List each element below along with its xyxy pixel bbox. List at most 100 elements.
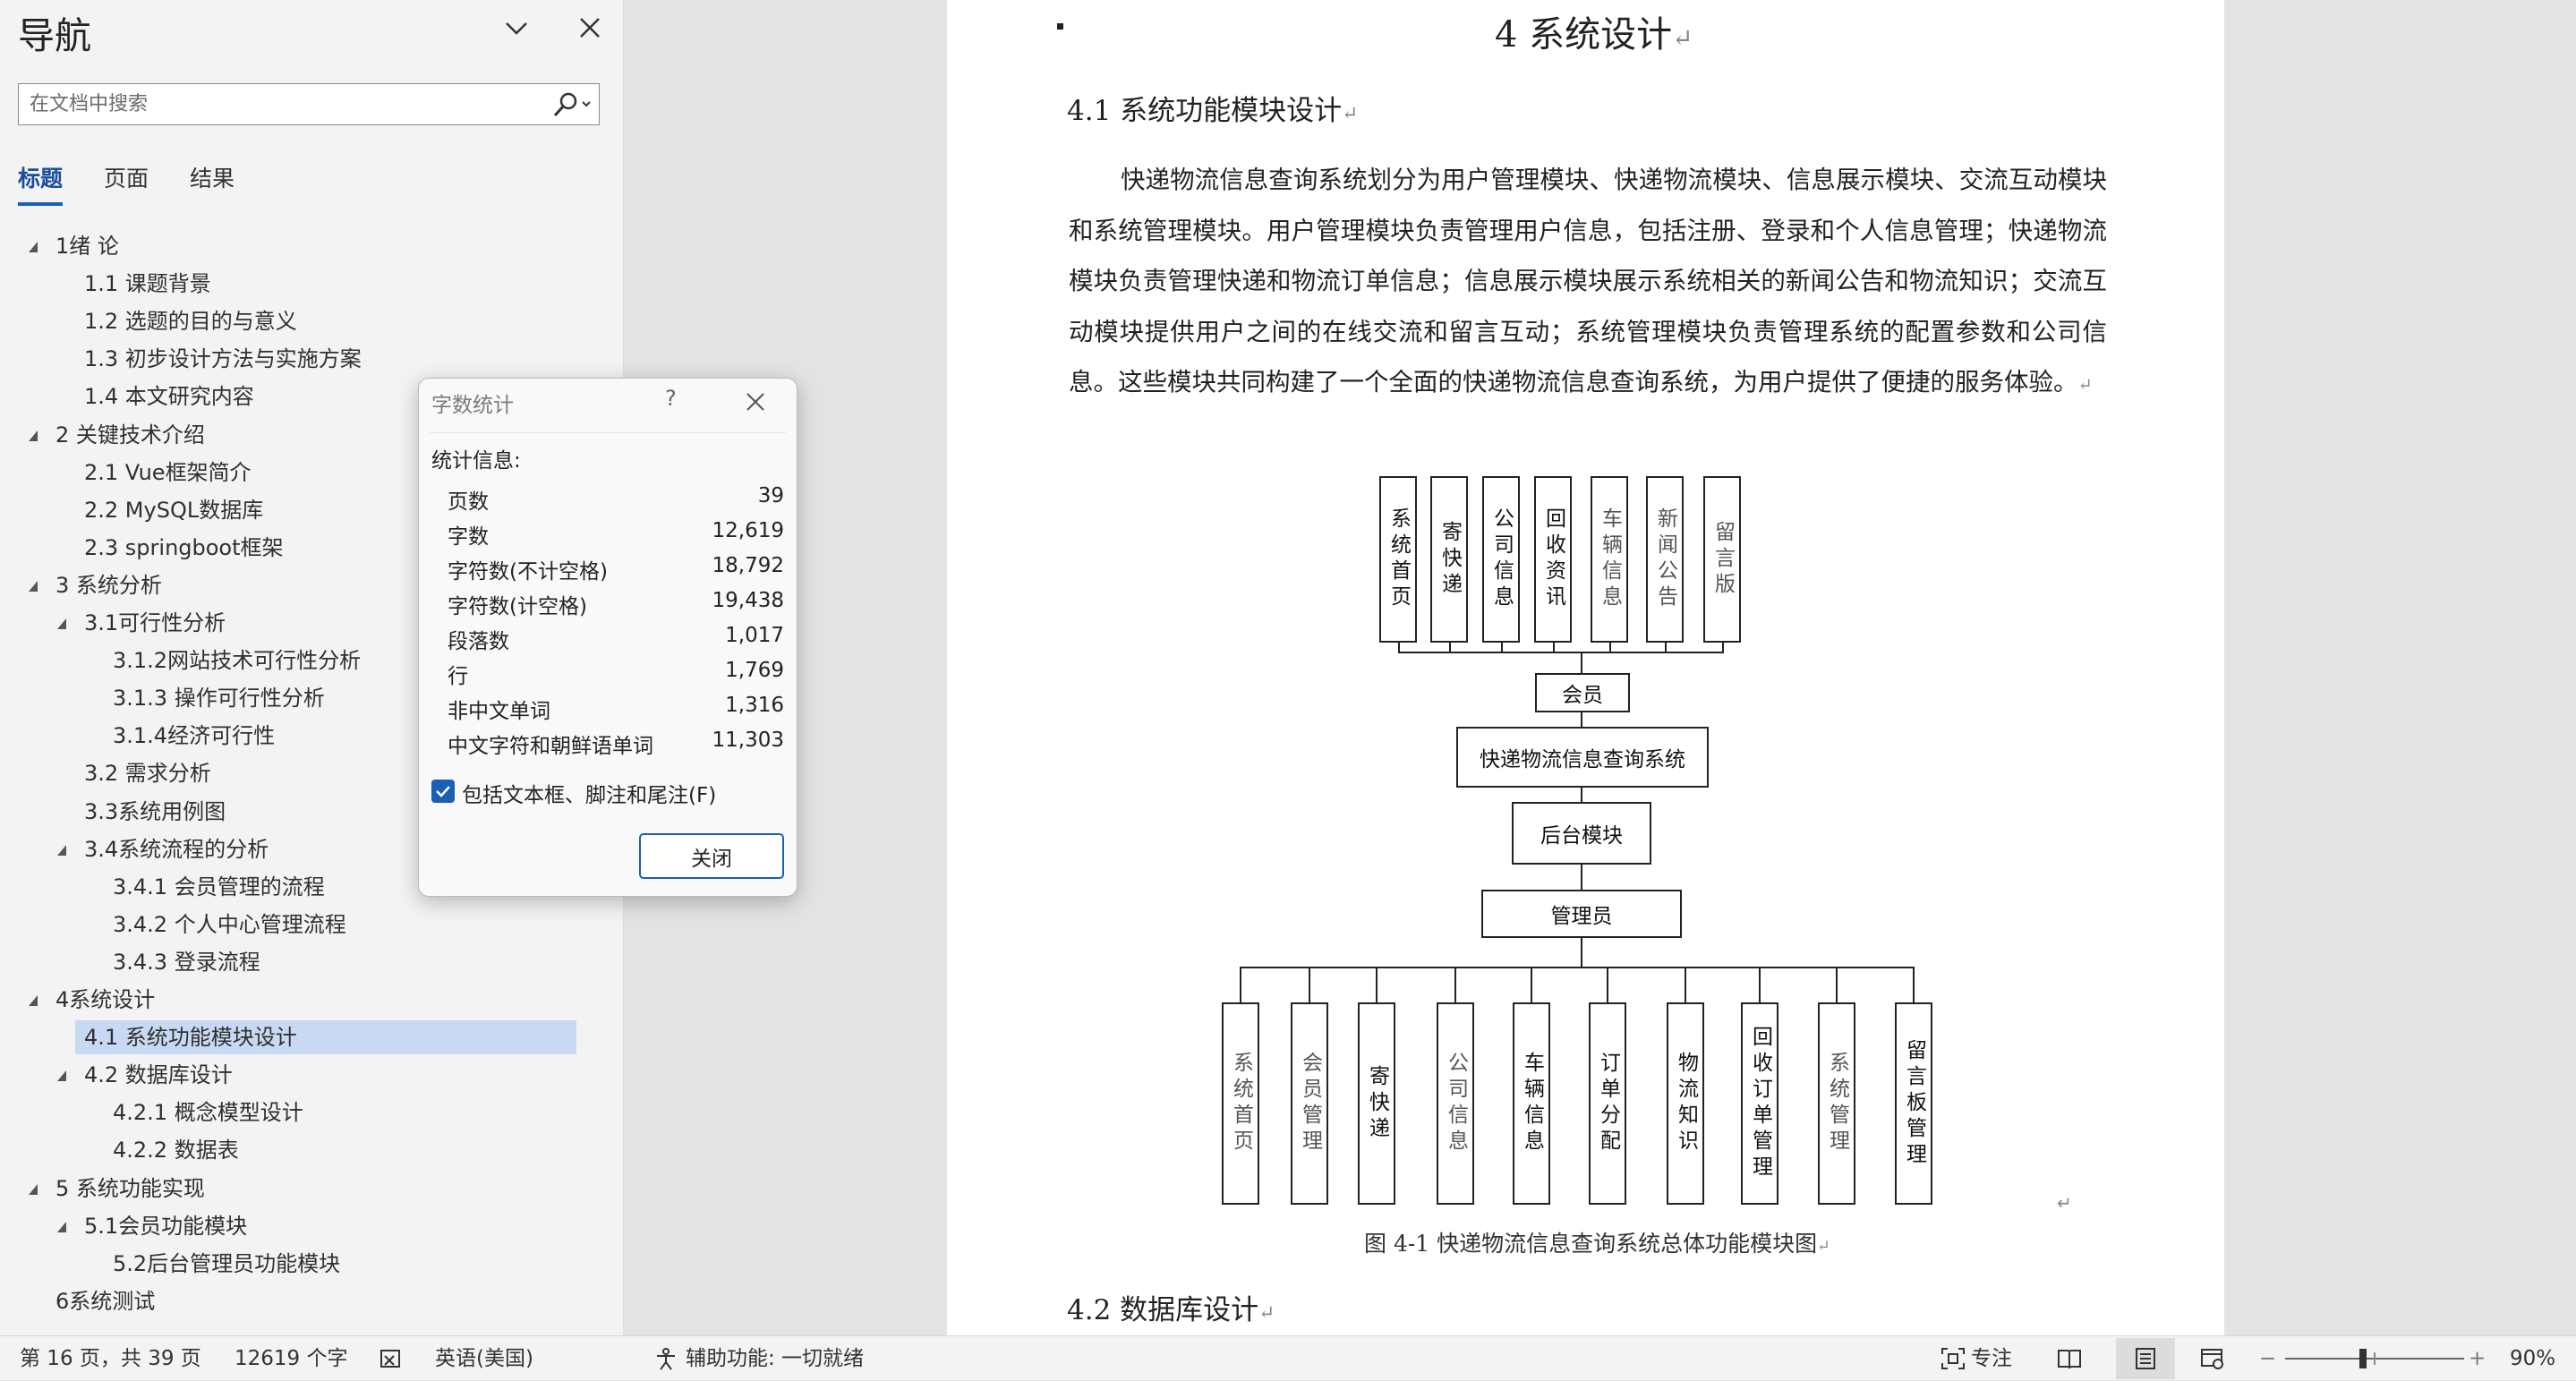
checkbox-label[interactable]: 包括文本框、脚注和尾注(F)	[462, 784, 717, 807]
collapse-triangle-icon[interactable]	[54, 1058, 72, 1092]
connector-line	[1240, 967, 1915, 968]
nav-heading-item[interactable]: 4.1 系统功能模块设计	[75, 1020, 576, 1055]
chevron-down-icon[interactable]	[503, 14, 530, 41]
nav-heading-label: 4.2.1 概念模型设计	[113, 1100, 303, 1126]
section-heading-4-1[interactable]: 4.1 系统功能模块设计↵	[1067, 95, 1359, 127]
nav-heading-item[interactable]: 4.2.1 概念模型设计	[113, 1095, 303, 1130]
collapse-triangle-icon[interactable]	[54, 832, 72, 866]
nav-heading-label: 3.4.2 个人中心管理流程	[113, 911, 346, 937]
nav-heading-item[interactable]: 5.1会员功能模块	[84, 1209, 247, 1243]
include-textboxes-checkbox[interactable]	[431, 780, 455, 803]
zoom-level[interactable]: 90%	[2510, 1347, 2556, 1370]
nav-heading-item[interactable]: 1.2 选题的目的与意义	[84, 304, 297, 338]
word-count-status[interactable]: 12619 个字	[235, 1347, 348, 1370]
diagram-bottom-module: 订单分配	[1589, 1002, 1626, 1205]
body-paragraph[interactable]: 快递物流信息查询系统划分为用户管理模块、快递物流模块、信息展示模块、交流互动模块…	[1069, 166, 2107, 396]
nav-heading-item[interactable]: 6系统测试	[55, 1284, 155, 1318]
nav-heading-item[interactable]: 4.2 数据库设计	[84, 1058, 233, 1092]
print-layout-icon[interactable]	[2133, 1347, 2158, 1370]
focus-mode[interactable]: 专注	[1971, 1347, 2012, 1370]
nav-heading-label: 1.1 课题背景	[84, 271, 211, 297]
stat-value: 1,769	[725, 659, 784, 682]
nav-title: 导航	[18, 14, 91, 57]
nav-heading-item[interactable]: 2.3 springboot框架	[84, 531, 284, 565]
stat-label: 非中文单词	[448, 700, 550, 723]
diagram-top-module: 公司信息	[1482, 476, 1520, 643]
nav-heading-item[interactable]: 3.1可行性分析	[84, 606, 226, 640]
diagram-admin: 管理员	[1481, 890, 1682, 938]
web-layout-icon[interactable]	[2200, 1347, 2225, 1370]
zoom-in-button[interactable]: +	[2469, 1347, 2486, 1370]
nav-heading-item[interactable]: 5 系统功能实现	[55, 1172, 205, 1206]
nav-heading-item[interactable]: 3.3系统用例图	[84, 795, 226, 829]
search-icon[interactable]	[547, 90, 593, 119]
proofing-icon[interactable]	[380, 1347, 405, 1370]
collapse-triangle-icon[interactable]	[25, 229, 43, 263]
nav-heading-item[interactable]: 5.2后台管理员功能模块	[113, 1247, 340, 1281]
close-button[interactable]: 关闭	[639, 833, 784, 879]
accessibility-icon[interactable]	[653, 1347, 678, 1370]
nav-heading-item[interactable]: 2.2 MySQL数据库	[84, 493, 263, 527]
diagram-top-module: 车辆信息	[1591, 476, 1628, 643]
nav-heading-label: 1绪 论	[55, 234, 119, 259]
zoom-slider-thumb[interactable]	[2359, 1349, 2367, 1368]
connector-line	[1607, 967, 1608, 1003]
search-box	[18, 83, 600, 125]
document-page[interactable]	[947, 0, 2224, 1335]
collapse-triangle-icon[interactable]	[25, 1172, 43, 1206]
close-icon[interactable]	[743, 389, 768, 414]
nav-heading-item[interactable]: 2.1 Vue框架简介	[84, 456, 252, 490]
close-icon[interactable]	[576, 14, 603, 41]
collapse-triangle-icon[interactable]	[54, 606, 72, 640]
tab-pages[interactable]: 页面	[104, 166, 149, 192]
tab-results[interactable]: 结果	[190, 166, 235, 192]
collapse-triangle-icon[interactable]	[54, 1209, 72, 1243]
nav-heading-item[interactable]: 2 关键技术介绍	[55, 418, 205, 452]
zoom-out-button[interactable]: −	[2259, 1347, 2277, 1370]
nav-heading-item[interactable]: 3.4.3 登录流程	[113, 945, 260, 979]
search-input[interactable]	[30, 84, 531, 124]
page-count[interactable]: 第 16 页，共 39 页	[20, 1347, 201, 1370]
focus-icon[interactable]	[1941, 1347, 1966, 1370]
language-status[interactable]: 英语(美国)	[435, 1347, 533, 1370]
connector-line	[1376, 967, 1378, 1003]
nav-heading-label: 2.1 Vue框架简介	[84, 459, 252, 485]
section-heading-4-2[interactable]: 4.2 数据库设计↵	[1067, 1294, 1275, 1326]
connector-line	[1913, 967, 1915, 1003]
nav-heading-item[interactable]: 3.1.4经济可行性	[113, 719, 275, 753]
nav-heading-item[interactable]: 4系统设计	[55, 983, 155, 1017]
status-bar: 第 16 页，共 39 页 12619 个字 英语(美国) 辅助功能: 一切就绪…	[0, 1335, 2576, 1380]
diagram-top-module: 系统首页	[1379, 476, 1417, 643]
nav-heading-item[interactable]: 3.4.1 会员管理的流程	[113, 870, 325, 904]
chapter-title[interactable]: 4 系统设计↵	[1495, 14, 1693, 55]
nav-heading-item[interactable]: 3.4.2 个人中心管理流程	[113, 908, 346, 942]
nav-heading-item[interactable]: 1绪 论	[55, 229, 119, 263]
nav-heading-item[interactable]: 3.1.3 操作可行性分析	[113, 681, 325, 715]
nav-heading-label: 1.3 初步设计方法与实施方案	[84, 346, 362, 372]
diagram-bottom-module: 系统管理	[1818, 1002, 1855, 1205]
connector-line	[1665, 643, 1667, 653]
nav-heading-item[interactable]: 1.1 课题背景	[84, 267, 211, 301]
nav-heading-item[interactable]: 4.2.2 数据表	[113, 1133, 239, 1167]
connector-line	[1501, 643, 1503, 653]
nav-heading-item[interactable]: 1.3 初步设计方法与实施方案	[84, 342, 362, 376]
nav-heading-item[interactable]: 3 系统分析	[55, 568, 162, 602]
nav-heading-item[interactable]: 1.4 本文研究内容	[84, 379, 254, 413]
stat-value: 39	[757, 484, 784, 507]
nav-heading-item[interactable]: 3.1.2网站技术可行性分析	[113, 644, 361, 678]
stat-row: 字符数(计空格)19,438	[448, 589, 784, 624]
help-button[interactable]: ?	[665, 386, 677, 411]
nav-heading-label: 1.4 本文研究内容	[84, 384, 254, 410]
nav-heading-label: 3.1.4经济可行性	[113, 723, 276, 749]
collapse-triangle-icon[interactable]	[25, 418, 43, 452]
figure-caption[interactable]: 图 4-1 快递物流信息查询系统总体功能模块图↵	[1364, 1231, 1830, 1257]
nav-heading-item[interactable]: 3.4系统流程的分析	[84, 832, 269, 866]
accessibility-status[interactable]: 辅助功能: 一切就绪	[686, 1347, 865, 1370]
collapse-triangle-icon[interactable]	[25, 983, 43, 1017]
collapse-triangle-icon[interactable]	[25, 568, 43, 602]
stat-row: 字符数(不计空格)18,792	[448, 554, 784, 589]
read-mode-icon[interactable]	[2057, 1347, 2082, 1370]
tab-headings[interactable]: 标题	[18, 166, 64, 192]
nav-heading-item[interactable]: 3.2 需求分析	[84, 756, 211, 790]
